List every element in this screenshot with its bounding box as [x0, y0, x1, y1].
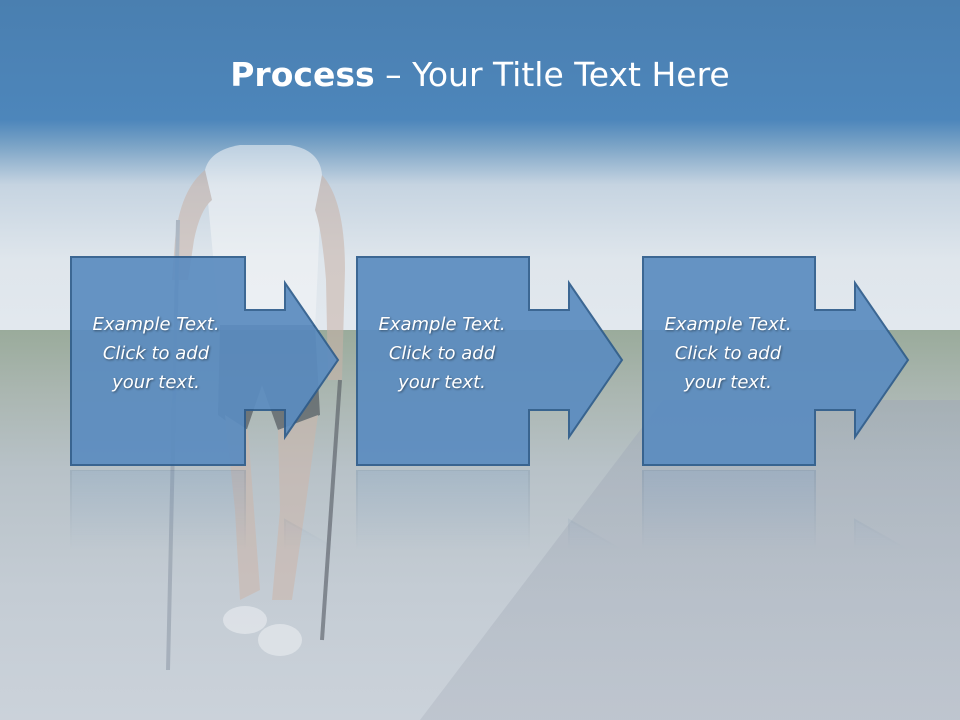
step-text[interactable]: Example Text. Click to add your text.	[356, 310, 528, 397]
step-text-line-3: your text.	[112, 372, 200, 393]
right-arrow-callout-shape	[642, 256, 910, 466]
step-text[interactable]: Example Text. Click to add your text.	[642, 310, 814, 397]
slide-title-bold: Process	[230, 55, 375, 94]
step-text-line-1: Example Text.	[92, 314, 220, 335]
process-step-2[interactable]: Example Text. Click to add your text.	[356, 255, 696, 470]
step-text-line-3: your text.	[684, 372, 772, 393]
process-step-1[interactable]: Example Text. Click to add your text.	[70, 255, 410, 470]
step-text[interactable]: Example Text. Click to add your text.	[70, 310, 242, 397]
step-text-line-2: Click to add	[388, 343, 496, 364]
step-text-line-1: Example Text.	[664, 314, 792, 335]
slide-title-separator: –	[374, 55, 413, 94]
step-text-line-3: your text.	[398, 372, 486, 393]
right-arrow-callout-shape	[356, 256, 624, 466]
step-reflection	[642, 469, 960, 551]
process-step-3[interactable]: Example Text. Click to add your text.	[642, 255, 960, 470]
step-text-line-1: Example Text.	[378, 314, 506, 335]
slide-title[interactable]: Process – Your Title Text Here	[0, 52, 960, 98]
slide-title-rest: Your Title Text Here	[412, 55, 730, 94]
step-text-line-2: Click to add	[674, 343, 782, 364]
right-arrow-callout-shape	[70, 256, 340, 466]
step-text-line-2: Click to add	[102, 343, 210, 364]
